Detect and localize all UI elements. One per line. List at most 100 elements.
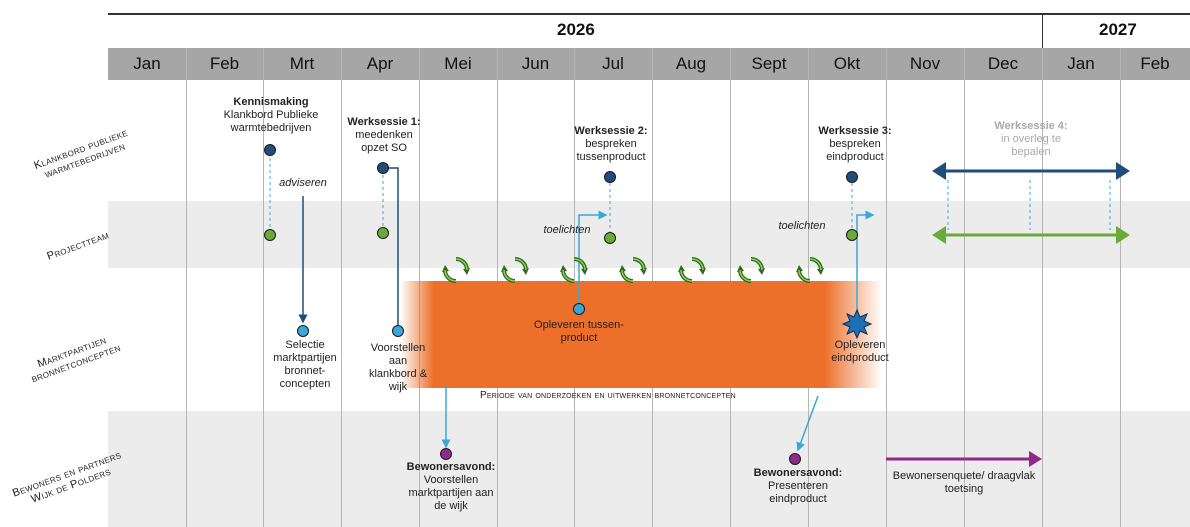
cycle-icon bbox=[559, 257, 589, 283]
toelichten-arrow-2 bbox=[856, 210, 875, 316]
selectie-label: Selectie marktpartijen bronnet- concepte… bbox=[270, 339, 340, 391]
ws4-title: Werksessie 4: bbox=[994, 120, 1068, 132]
ws3-title: Werksessie 3: bbox=[818, 125, 892, 137]
arrowhead-left bbox=[932, 226, 946, 244]
cycle-icon bbox=[677, 257, 707, 283]
bewonersavond-1-line: de wijk bbox=[434, 500, 468, 512]
cycle-icon bbox=[736, 257, 766, 283]
tussenproduct-dot bbox=[573, 303, 585, 315]
bewonersavond-1-line: Voorstellen bbox=[423, 474, 479, 486]
month-jan-2027: Jan bbox=[1067, 54, 1095, 73]
grid-line bbox=[1042, 48, 1043, 527]
projectteam-dot-feb bbox=[264, 229, 276, 241]
month-feb-2027: Feb bbox=[1140, 54, 1170, 73]
bewonersavond-1-title: Bewonersavond: bbox=[406, 461, 496, 473]
bewonersavond-arrow-2 bbox=[796, 395, 819, 452]
ws2-line: bespreken bbox=[585, 138, 637, 150]
bewonersavond-1-label: Bewonersavond: Voorstellen marktpartijen… bbox=[397, 461, 505, 513]
cycle-icon bbox=[500, 257, 530, 283]
ws1-connector bbox=[388, 167, 399, 325]
kennismaking-title: Kennismaking bbox=[233, 96, 309, 108]
grid-line bbox=[186, 48, 187, 527]
ws1-line: meedenken bbox=[355, 129, 413, 141]
bewonersavond-dot-1 bbox=[440, 448, 452, 460]
month-bar bbox=[108, 48, 1190, 80]
grid-line bbox=[263, 48, 264, 527]
grid-line bbox=[1120, 48, 1121, 527]
voorstellen-line: aan bbox=[388, 355, 408, 367]
month-feb: Feb bbox=[209, 54, 240, 73]
bewonersavond-2-line: Presenteren bbox=[768, 480, 828, 492]
ws2-label: Werksessie 2: bespreken tussenproduct bbox=[566, 125, 656, 164]
bewonersavond-2-label: Bewonersavond: Presenteren eindproduct bbox=[745, 467, 851, 506]
toelichten-arrow-1 bbox=[578, 210, 608, 303]
adviseren-label: adviseren bbox=[279, 177, 327, 189]
selectie-line: marktpartijen bbox=[273, 352, 337, 364]
ws3-label: Werksessie 3: bespreken eindproduct bbox=[810, 125, 900, 164]
cycle-icon bbox=[618, 257, 648, 283]
ws1-title: Werksessie 1: bbox=[347, 116, 421, 128]
bewoners-band bbox=[108, 411, 1190, 527]
ws2-title: Werksessie 2: bbox=[574, 125, 648, 137]
month-okt: Okt bbox=[833, 54, 861, 73]
ws4-line: in overleg te bbox=[1001, 133, 1061, 145]
voorstellen-line: wijk bbox=[388, 381, 408, 393]
year-2027: 2027 bbox=[1099, 20, 1137, 39]
grid-line bbox=[886, 48, 887, 527]
arrowhead-right bbox=[1116, 226, 1130, 244]
arrowhead-left bbox=[932, 162, 946, 180]
ws1-label: Werksessie 1: meedenken opzet SO bbox=[342, 116, 426, 155]
month-mrt: Mrt bbox=[289, 54, 315, 73]
eindproduct-line: eindproduct bbox=[831, 352, 889, 364]
arrowhead-right bbox=[1029, 451, 1042, 467]
year-divider bbox=[1042, 13, 1043, 48]
voorstellen-line: klankbord & bbox=[368, 368, 428, 380]
voorstellen-dot bbox=[392, 325, 404, 337]
grid-line bbox=[341, 48, 342, 527]
toelichten-label-1: toelichten bbox=[543, 224, 591, 236]
month-apr: Apr bbox=[366, 54, 394, 73]
kennismaking-line: warmtebedrijven bbox=[230, 122, 312, 134]
arrowhead-right bbox=[1116, 162, 1130, 180]
toelichten-label-2: toelichten bbox=[778, 220, 826, 232]
ws3-line: eindproduct bbox=[826, 151, 884, 163]
voorstellen-label: Voorstellen aan klankbord & wijk bbox=[360, 342, 436, 394]
selectie-line: bronnet- bbox=[284, 365, 326, 377]
month-jan: Jan bbox=[133, 54, 161, 73]
projectteam-dot-okt bbox=[846, 229, 858, 241]
month-aug: Aug bbox=[675, 54, 707, 73]
month-nov: Nov bbox=[909, 54, 941, 73]
eindproduct-label: Opleveren eindproduct bbox=[824, 339, 896, 365]
selectie-dot bbox=[297, 325, 309, 337]
ws4-label: Werksessie 4: in overleg te bepalen bbox=[983, 120, 1079, 159]
voorstellen-line: Voorstellen bbox=[370, 342, 426, 354]
enquete-line: Bewonersenquete/ draagvlak bbox=[892, 470, 1036, 482]
month-dec: Dec bbox=[987, 54, 1019, 73]
grid-line bbox=[964, 48, 965, 527]
ws3-dot bbox=[846, 171, 858, 183]
enquete-label: Bewonersenquete/ draagvlak toetsing bbox=[883, 470, 1045, 496]
selectie-line: Selectie bbox=[285, 339, 325, 351]
tussenproduct-line: product bbox=[560, 332, 598, 344]
projectteam-dot-jul bbox=[604, 232, 616, 244]
enquete-line: toetsing bbox=[944, 483, 984, 495]
header-rule bbox=[108, 13, 1190, 15]
month-jun: Jun bbox=[521, 54, 550, 73]
ws3-line: bespreken bbox=[829, 138, 881, 150]
selectie-line: concepten bbox=[279, 378, 331, 390]
ws4-line: bepalen bbox=[1011, 146, 1051, 158]
bewonersavond-2-title: Bewonersavond: bbox=[753, 467, 843, 479]
bewonersavond-dot-2 bbox=[789, 453, 801, 465]
bewonersavond-1-line: marktpartijen aan bbox=[408, 487, 494, 499]
ws1-dot bbox=[377, 162, 389, 174]
ws1-line: opzet SO bbox=[361, 142, 407, 154]
month-jul: Jul bbox=[602, 54, 624, 73]
ws2-line: tussenproduct bbox=[576, 151, 646, 163]
eindproduct-burst-icon bbox=[841, 308, 873, 340]
cycle-icon bbox=[795, 257, 825, 283]
cycle-icon bbox=[441, 257, 471, 283]
kennismaking-line: Klankbord Publieke bbox=[223, 109, 319, 121]
projectteam-dot-apr bbox=[377, 227, 389, 239]
